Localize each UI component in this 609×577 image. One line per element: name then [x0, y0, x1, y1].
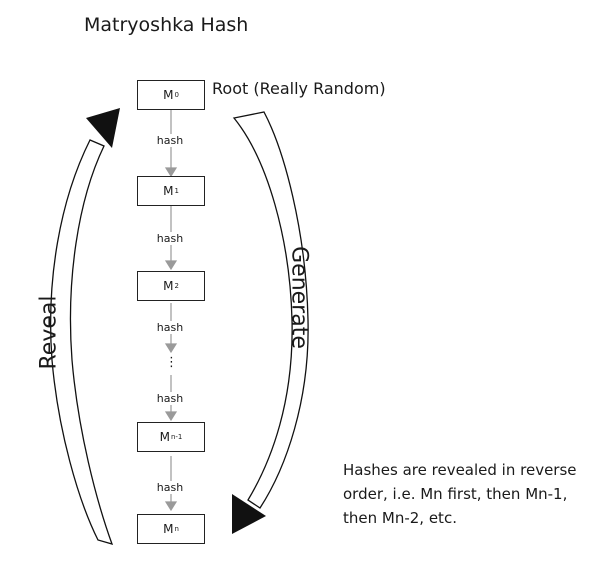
note-line: order, i.e. Mn first, then Mn-1, — [343, 485, 568, 503]
node-label: M — [163, 184, 174, 198]
node-subscript: n — [174, 525, 179, 533]
explanation-note: Hashes are revealed in reverse order, i.… — [343, 458, 605, 530]
generate-label: Generate — [286, 246, 312, 349]
node-label: M — [163, 88, 174, 102]
arrowhead-mn1 — [164, 411, 178, 422]
note-line: Hashes are revealed in reverse — [343, 461, 577, 479]
node-label: M — [159, 430, 170, 444]
hash-label: hash — [140, 134, 200, 147]
ellipsis: ⋮ — [165, 355, 178, 370]
hash-label: hash — [140, 232, 200, 245]
node-subscript: 0 — [174, 91, 179, 99]
arrowhead-m2 — [164, 260, 178, 271]
hash-label: hash — [140, 392, 200, 405]
generate-arrow-shaft — [232, 111, 309, 509]
node-label: M — [163, 279, 174, 293]
arrowhead-m1 — [164, 167, 178, 178]
reveal-label: Reveal — [36, 295, 62, 370]
note-line: then Mn-2, etc. — [343, 509, 457, 527]
hash-label: hash — [140, 321, 200, 334]
node-subscript: 2 — [174, 282, 179, 290]
diagram-title: Matryoshka Hash — [84, 14, 249, 36]
hash-label: hash — [140, 481, 200, 494]
arrowhead-dots — [164, 343, 178, 354]
chain-connectors — [164, 110, 178, 512]
generate-arrowhead — [232, 494, 266, 534]
reveal-arrowhead — [86, 108, 120, 148]
arrowhead-mn — [164, 501, 178, 512]
node-subscript: 1 — [174, 187, 179, 195]
root-label: Root (Really Random) — [212, 79, 386, 98]
node-subscript: n-1 — [170, 433, 183, 441]
node-label: M — [163, 522, 174, 536]
reveal-arrow-shaft — [50, 139, 114, 545]
